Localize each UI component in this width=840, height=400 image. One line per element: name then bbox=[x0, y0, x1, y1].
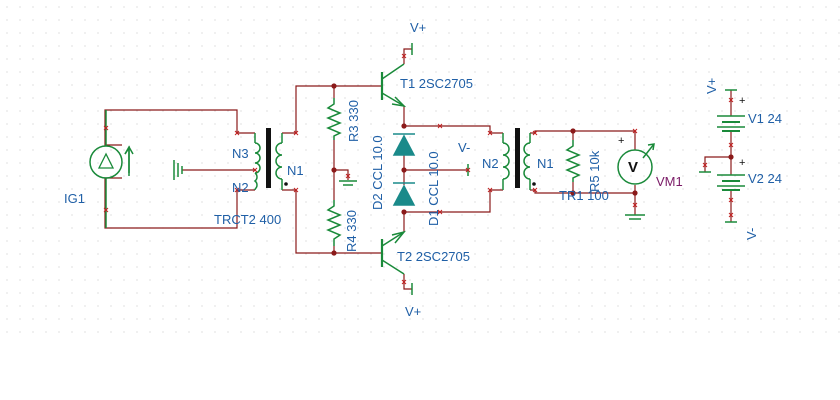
ground-symbol-right bbox=[625, 214, 645, 220]
v1-plus-sign: + bbox=[739, 95, 745, 107]
trct2-n3-label: N3 bbox=[232, 146, 249, 161]
junction-dots bbox=[331, 83, 734, 256]
t2-label: T2 2SC2705 bbox=[397, 249, 470, 264]
wire-trct2-top bbox=[282, 85, 334, 134]
t2-transistor[interactable] bbox=[380, 230, 407, 275]
trct2-coil-n1 bbox=[275, 142, 283, 180]
diodes bbox=[392, 133, 416, 206]
labels: IG1 N3 N2 N1 TRCT2 400 R3 330 R4 330 D2 … bbox=[64, 20, 782, 319]
v1-battery[interactable] bbox=[717, 115, 745, 132]
trct2-n2-label: N2 bbox=[232, 180, 249, 195]
transformer-cores bbox=[266, 128, 520, 188]
r3-label: R3 330 bbox=[346, 100, 361, 142]
vm1-label: VM1 bbox=[656, 174, 683, 189]
components bbox=[89, 43, 745, 295]
wire-batt-ground bbox=[704, 156, 731, 172]
wire-t1-collector bbox=[403, 48, 412, 64]
ig1-arrow-head bbox=[124, 145, 134, 155]
t1-label: T1 2SC2705 bbox=[400, 76, 473, 91]
v2-label: V2 24 bbox=[748, 171, 782, 186]
tr1-n2-label: N2 bbox=[482, 156, 499, 171]
node-marks bbox=[103, 53, 734, 285]
v1-label: V1 24 bbox=[748, 111, 782, 126]
r4-label: R4 330 bbox=[344, 210, 359, 252]
wire-tr1-bottom bbox=[530, 185, 636, 194]
wire-trct2-bottom bbox=[282, 189, 334, 254]
vplus-batt-label: V+ bbox=[704, 78, 719, 94]
tr1-core bbox=[515, 128, 520, 188]
trct2-n1-label: N1 bbox=[287, 163, 304, 178]
wire-to-tr1-top bbox=[404, 125, 503, 134]
wire-t2-collector bbox=[403, 274, 412, 290]
vm1-letter: V bbox=[628, 159, 638, 176]
vminus-mid-label: V- bbox=[458, 140, 470, 155]
tr1-label: TR1 100 bbox=[559, 188, 609, 203]
ig1-label: IG1 bbox=[64, 191, 85, 206]
ig1-triangle-icon bbox=[97, 152, 115, 169]
r4-resistor[interactable] bbox=[326, 200, 342, 246]
vplus-top-label: V+ bbox=[410, 20, 426, 35]
batt-supply-stubs bbox=[699, 89, 737, 223]
vm1-meter-symbol[interactable] bbox=[617, 149, 653, 185]
r3-resistor[interactable] bbox=[326, 98, 342, 140]
dot-grid bbox=[6, 6, 840, 333]
ig1-source-symbol[interactable] bbox=[89, 145, 123, 179]
tr1-n1-label: N1 bbox=[537, 156, 554, 171]
vm1-needle bbox=[642, 143, 655, 159]
t1-transistor[interactable] bbox=[380, 63, 407, 108]
r5-resistor[interactable] bbox=[565, 140, 581, 182]
vminus-batt-label: V- bbox=[744, 228, 759, 240]
tr1-coil-n2 bbox=[502, 142, 510, 180]
wire-ig1-top bbox=[104, 109, 255, 146]
vm1-plus-sign: + bbox=[618, 135, 624, 147]
wire-tr1-top bbox=[530, 130, 636, 150]
ground-symbol-left bbox=[173, 160, 183, 180]
wire-to-tr1-bottom bbox=[404, 189, 503, 213]
d1-label: D1 CCL 10.0 bbox=[426, 151, 441, 226]
vplus-bottom-label: V+ bbox=[405, 304, 421, 319]
trct2-core bbox=[266, 128, 271, 188]
trct2-label: TRCT2 400 bbox=[214, 212, 281, 227]
r5-label: R5 10k bbox=[587, 150, 602, 192]
d1-diode[interactable] bbox=[392, 182, 416, 206]
v2-battery[interactable] bbox=[717, 174, 745, 191]
v2-plus-sign: + bbox=[739, 157, 745, 169]
ground-symbol-mid bbox=[339, 180, 357, 186]
polarity-dots bbox=[284, 182, 536, 186]
d2-diode[interactable] bbox=[392, 133, 416, 156]
tr1-coil-n1 bbox=[523, 142, 531, 180]
d2-label: D2 CCL 10.0 bbox=[370, 135, 385, 210]
trct2-coil-n3 bbox=[254, 142, 261, 174]
trct2-coil-n2 bbox=[253, 172, 258, 190]
